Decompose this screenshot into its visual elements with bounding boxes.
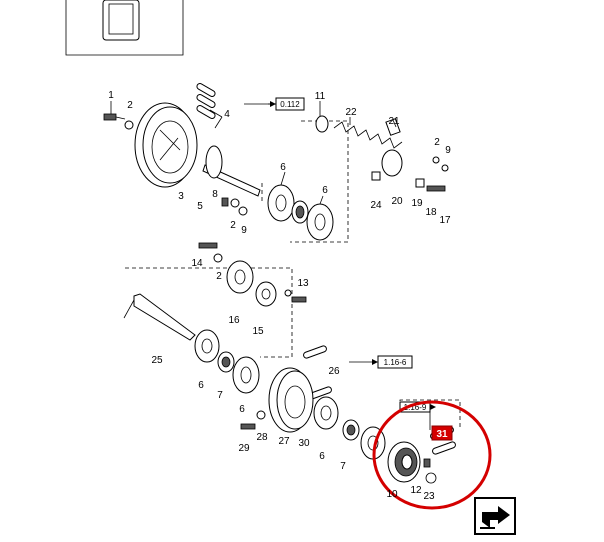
- label-29: 29: [238, 443, 250, 454]
- pulley-27: [268, 367, 314, 433]
- part-labels: 1 2 3 4 5 6 6 8 2 9 11 22 21 2 9 24 20 1…: [108, 90, 451, 502]
- label-14: 14: [191, 258, 203, 269]
- spring-assembly: [315, 115, 449, 192]
- label-15: 15: [252, 326, 264, 337]
- label-5: 5: [197, 201, 203, 212]
- bolt-1: [103, 113, 134, 130]
- label-18: 18: [425, 207, 437, 218]
- coupler-16: [198, 242, 307, 307]
- label-2: 2: [434, 137, 440, 148]
- keys-4: [196, 83, 216, 119]
- label-23: 23: [423, 491, 435, 502]
- label-1: 1: [108, 90, 114, 101]
- label-28: 28: [256, 432, 268, 443]
- label-3: 3: [178, 191, 184, 202]
- label-26: 26: [328, 366, 340, 377]
- shaft-25: [123, 293, 196, 341]
- shaft-5: [202, 145, 261, 197]
- label-6: 6: [239, 404, 245, 415]
- label-9: 9: [241, 225, 247, 236]
- label-22: 22: [345, 107, 357, 118]
- label-11: 11: [315, 91, 326, 102]
- label-2: 2: [216, 271, 222, 282]
- ref-low-label: 1.16-9: [404, 403, 427, 412]
- label-2: 2: [230, 220, 236, 231]
- label-19: 19: [411, 198, 423, 209]
- label-30: 30: [298, 438, 310, 449]
- highlight-circle: [372, 400, 492, 510]
- label-6: 6: [280, 162, 286, 173]
- label-25: 25: [151, 355, 163, 366]
- label-12: 12: [410, 485, 422, 496]
- label-24: 24: [370, 200, 382, 211]
- reference-tag-top: 0.112: [268, 97, 305, 111]
- pulley-3: [134, 102, 198, 188]
- inset-view: [65, 0, 184, 56]
- label-16: 16: [228, 315, 240, 326]
- ref-mid-label: 1.16-6: [384, 358, 407, 367]
- reference-tag-mid: 1.16-6: [372, 355, 413, 369]
- label-21: 21: [388, 116, 400, 127]
- label-4: 4: [224, 109, 230, 120]
- part-31-label: 31: [436, 429, 448, 440]
- label-27: 27: [278, 436, 290, 447]
- label-6: 6: [322, 185, 328, 196]
- label-2: 2: [127, 100, 133, 111]
- label-6: 6: [198, 380, 204, 391]
- ref-top-label: 0.112: [280, 100, 300, 109]
- sprocket-10: [387, 441, 421, 483]
- reference-tag-low: 1.16-9: [399, 401, 436, 413]
- label-17: 17: [439, 215, 451, 226]
- label-7: 7: [217, 390, 223, 401]
- label-10: 10: [386, 489, 398, 500]
- label-8: 8: [212, 189, 218, 200]
- label-13: 13: [297, 278, 309, 289]
- next-page-arrow-icon[interactable]: [474, 497, 516, 535]
- label-20: 20: [391, 196, 403, 207]
- label-7: 7: [340, 461, 346, 472]
- part-31-highlight[interactable]: [431, 425, 453, 441]
- label-6: 6: [319, 451, 325, 462]
- label-9: 9: [445, 145, 451, 156]
